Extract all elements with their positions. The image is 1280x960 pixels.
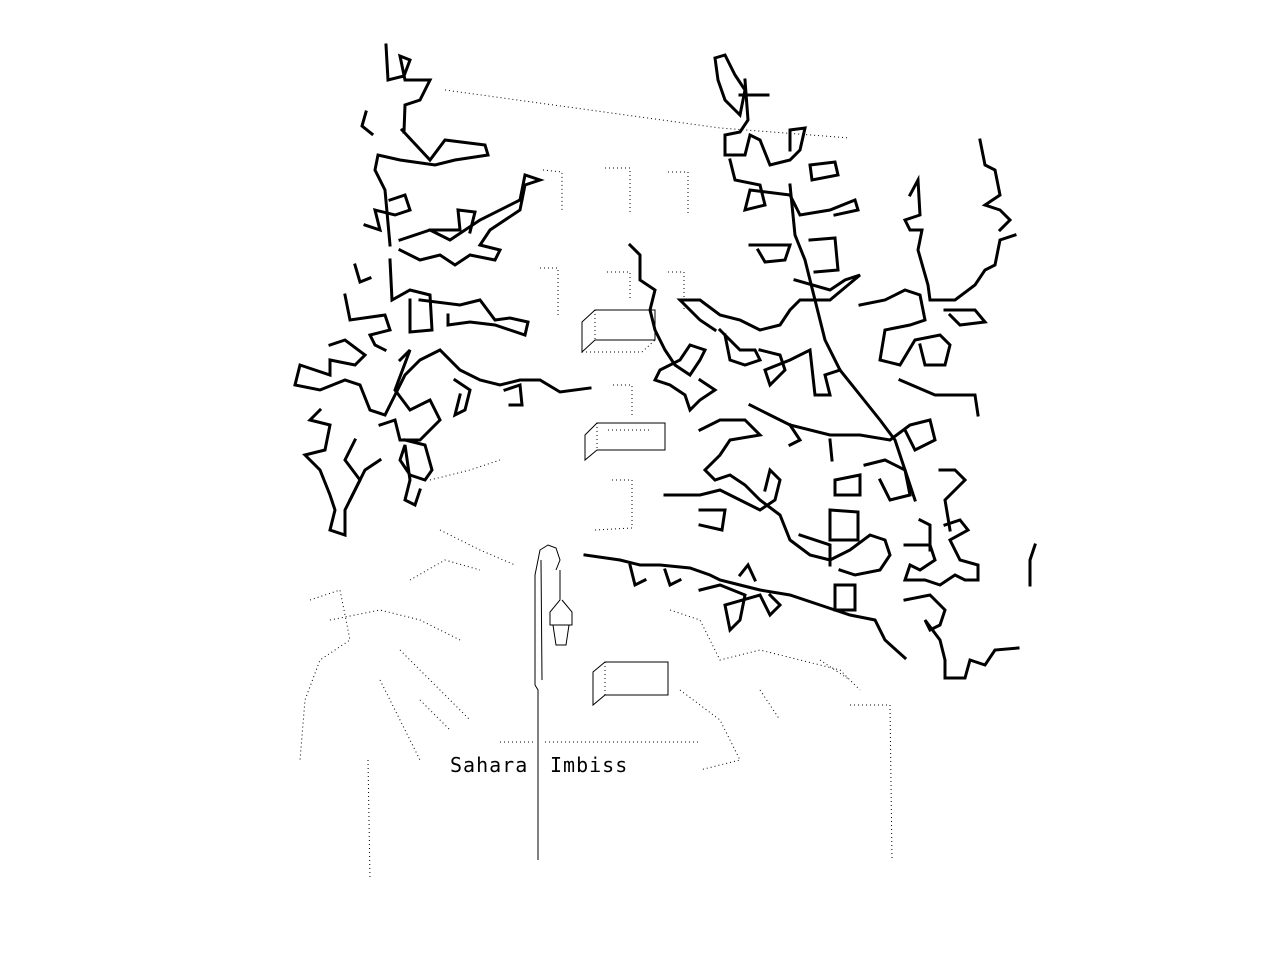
window-box-lower xyxy=(584,422,666,462)
window-box-upper xyxy=(581,309,656,354)
window-box-ground xyxy=(592,661,669,707)
sign-right-word: Imbiss xyxy=(550,753,628,777)
building-outline xyxy=(299,89,893,881)
street-lamp xyxy=(534,544,573,860)
left-tree xyxy=(293,43,592,538)
right-tree xyxy=(583,53,1037,680)
sign-left-word: Sahara xyxy=(450,753,528,777)
